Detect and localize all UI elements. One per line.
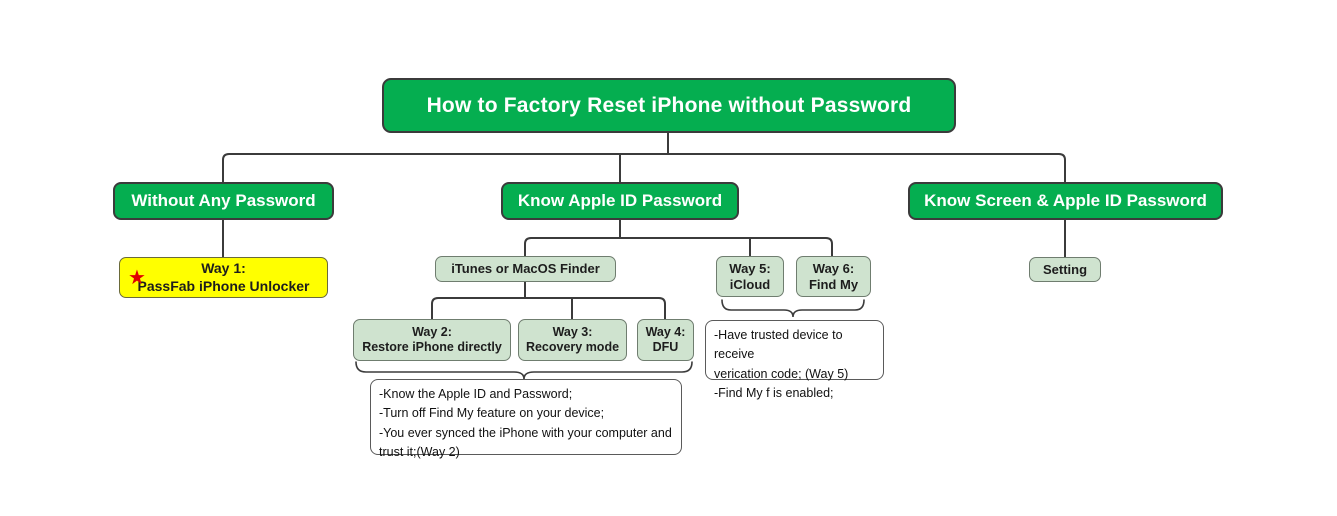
branch-know-apple-id-password[interactable]: Know Apple ID Password [501,182,739,220]
node-setting[interactable]: Setting [1029,257,1101,282]
branch-know-screen-and-apple-id-password[interactable]: Know Screen & Apple ID Password [908,182,1223,220]
note-itunes-requirements: -Know the Apple ID and Password; -Turn o… [370,379,682,459]
node-way6-find-my[interactable]: Way 6: Find My [796,256,871,297]
node-way1-passfab-iphone-unlocker[interactable]: ★ Way 1: PassFab iPhone Unlocker [119,257,328,298]
branch-without-any-password[interactable]: Without Any Password [113,182,334,220]
node-itunes-or-macos-finder[interactable]: iTunes or MacOS Finder [435,256,616,282]
note-icloud-findmy-requirements: -Have trusted device to receive vericati… [705,320,884,400]
node-way2-restore-iphone-directly[interactable]: Way 2: Restore iPhone directly [353,319,511,361]
node-way4-dfu[interactable]: Way 4: DFU [637,319,694,361]
star-icon: ★ [128,266,146,289]
node-way5-icloud[interactable]: Way 5: iCloud [716,256,784,297]
node-way3-recovery-mode[interactable]: Way 3: Recovery mode [518,319,627,361]
root-node[interactable]: How to Factory Reset iPhone without Pass… [382,78,956,133]
node-way1-label: Way 1: PassFab iPhone Unlocker [137,260,310,294]
